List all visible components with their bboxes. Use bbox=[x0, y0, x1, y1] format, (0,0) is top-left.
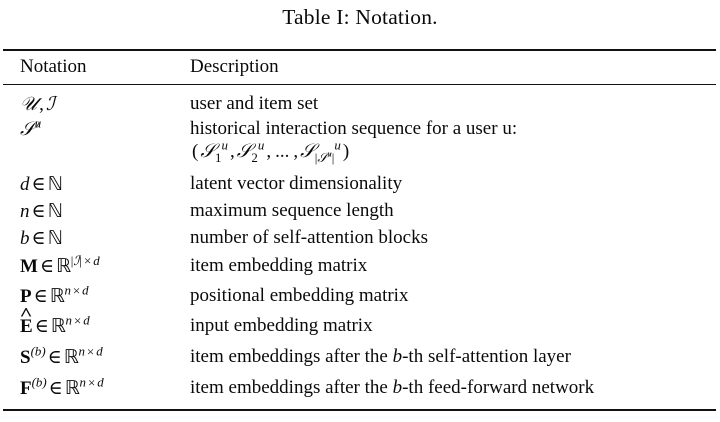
description-cell: item embeddings after the b-th feed-forw… bbox=[190, 377, 595, 398]
notation-cell: P∈ℝn×d bbox=[20, 282, 89, 307]
description-cell: latent vector dimensionality bbox=[190, 173, 403, 194]
symbol-e-hat: E bbox=[20, 316, 33, 338]
symbol-cal-s: 𝒮 bbox=[200, 140, 216, 162]
column-header-notation: Notation bbox=[20, 56, 87, 77]
table-bottom-rule bbox=[3, 409, 716, 411]
table-top-rule bbox=[3, 49, 716, 51]
description-line-1: historical interaction sequence for a us… bbox=[190, 118, 518, 139]
symbol-cal-s: 𝒮 bbox=[20, 118, 35, 140]
description-cell: item embeddings after the b-th self-atte… bbox=[190, 346, 571, 367]
description-cell: input embedding matrix bbox=[190, 315, 373, 336]
notation-table: Notation Description 𝒰,ℐ user and item s… bbox=[3, 49, 716, 411]
notation-cell: b∈ℕ bbox=[20, 227, 63, 249]
table-header-row: Notation Description bbox=[3, 51, 716, 84]
column-header-description: Description bbox=[190, 56, 279, 77]
table-caption: Table I: Notation. bbox=[282, 5, 438, 29]
description-line-2: (𝒮1u,𝒮2u,...,𝒮|𝒮u|u) bbox=[192, 137, 350, 166]
notation-cell: 𝒰,ℐ bbox=[20, 93, 55, 116]
notation-cell: M∈ℝ|ℐ|×d bbox=[20, 252, 100, 277]
superscript-u: u bbox=[34, 115, 42, 131]
notation-cell: E∈ℝn×d bbox=[20, 314, 90, 338]
symbol-cal-u: 𝒰 bbox=[20, 93, 38, 115]
symbol-cal-i: ℐ bbox=[45, 93, 55, 115]
description-cell: user and item set bbox=[190, 93, 319, 114]
symbol-comma: , bbox=[39, 94, 44, 115]
notation-cell: 𝒮u bbox=[20, 115, 42, 141]
notation-cell: n∈ℕ bbox=[20, 200, 63, 222]
notation-cell: F(b)∈ℝn×d bbox=[20, 374, 104, 399]
description-cell: number of self-attention blocks bbox=[190, 227, 428, 248]
table-body: 𝒰,ℐ user and item set 𝒮u historical inte… bbox=[3, 85, 716, 409]
table-header-rule bbox=[3, 84, 716, 85]
notation-cell: S(b)∈ℝn×d bbox=[20, 343, 103, 368]
notation-cell: d∈ℕ bbox=[20, 173, 63, 195]
description-cell: historical interaction sequence for a us… bbox=[190, 118, 714, 166]
description-cell: maximum sequence length bbox=[190, 200, 394, 221]
description-cell: item embedding matrix bbox=[190, 255, 368, 276]
description-cell: positional embedding matrix bbox=[190, 285, 409, 306]
